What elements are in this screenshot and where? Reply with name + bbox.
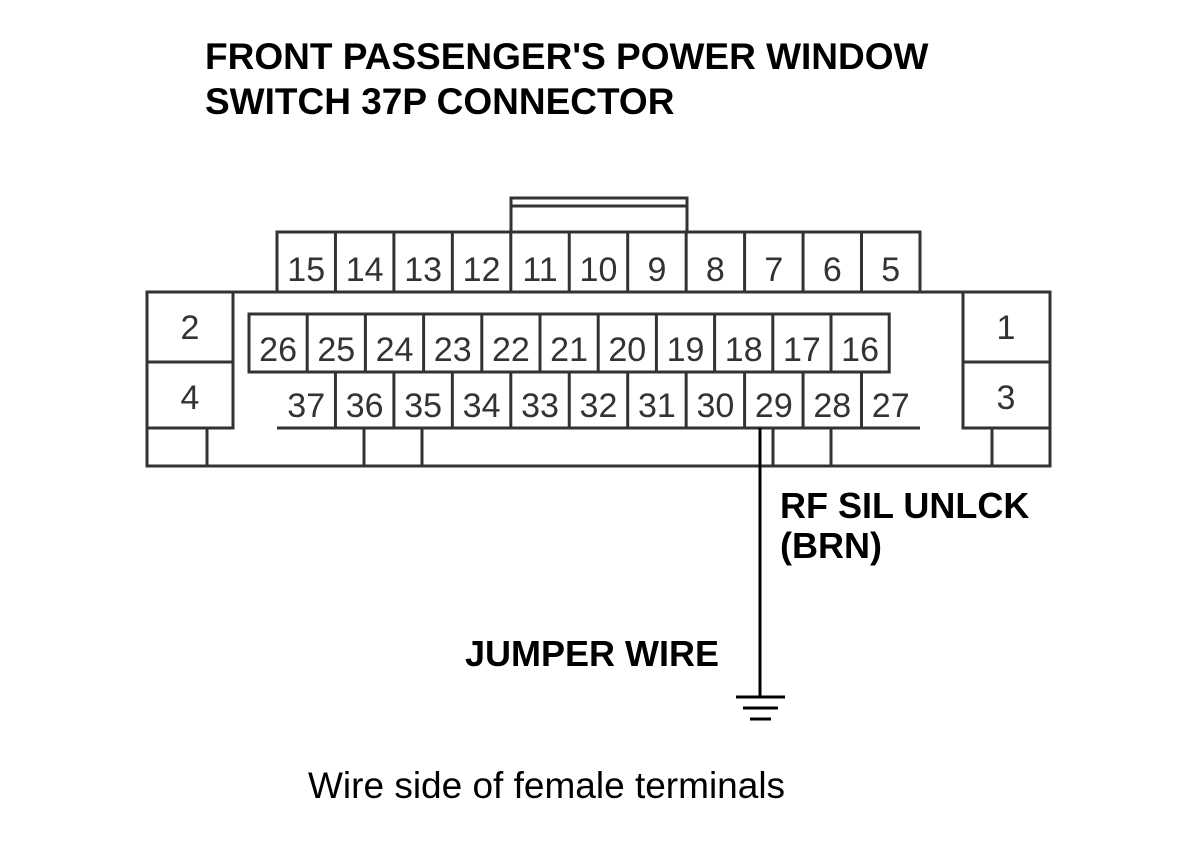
terminal-6: 6 [823, 251, 842, 289]
terminal-34: 34 [463, 387, 501, 425]
diagram-caption: Wire side of female terminals [308, 765, 786, 806]
terminal-15: 15 [287, 251, 325, 289]
terminal-32: 32 [580, 387, 618, 425]
terminal-8: 8 [706, 251, 725, 289]
terminal-21: 21 [550, 331, 588, 369]
terminal-14: 14 [346, 251, 384, 289]
terminal-36: 36 [346, 387, 384, 425]
terminal-10: 10 [580, 251, 618, 289]
terminal-13: 13 [404, 251, 442, 289]
terminal-7: 7 [764, 251, 783, 289]
terminal-26: 26 [259, 331, 297, 369]
terminal-33: 33 [521, 387, 559, 425]
wire-label: RF SIL UNLCK (BRN) [780, 486, 1029, 566]
title-line-2: SWITCH 37P CONNECTOR [205, 81, 675, 122]
terminal-row-top: 15 14 13 12 11 10 9 8 7 6 5 [287, 232, 900, 292]
terminal-3: 3 [997, 379, 1016, 417]
terminal-28: 28 [813, 387, 851, 425]
locking-tab [509, 196, 689, 232]
slot-right [771, 428, 833, 468]
terminal-37: 37 [287, 387, 325, 425]
terminal-25: 25 [317, 331, 355, 369]
title-line-1: FRONT PASSENGER'S POWER WINDOW [205, 36, 929, 77]
terminal-20: 20 [608, 331, 646, 369]
terminal-row-bottom: 37 36 35 34 33 32 31 30 29 28 27 [287, 372, 910, 428]
terminal-row-middle: 26 25 24 23 22 21 20 19 18 17 16 [247, 312, 891, 374]
terminal-19: 19 [667, 331, 705, 369]
left-block [147, 292, 235, 430]
terminal-31: 31 [638, 387, 676, 425]
terminal-16: 16 [841, 331, 879, 369]
terminal-4: 4 [181, 379, 200, 417]
wire-color: (BRN) [780, 525, 882, 566]
terminal-5: 5 [881, 251, 900, 289]
terminal-23: 23 [434, 331, 472, 369]
terminal-9: 9 [647, 251, 666, 289]
right-block [961, 292, 1050, 430]
terminal-2: 2 [181, 309, 200, 347]
terminal-12: 12 [463, 251, 501, 289]
ground-icon [736, 695, 785, 721]
terminal-27: 27 [872, 387, 910, 425]
diagram-title: FRONT PASSENGER'S POWER WINDOW SWITCH 37… [205, 34, 928, 124]
terminal-35: 35 [404, 387, 442, 425]
jumper-wire-label: JUMPER WIRE [465, 633, 720, 674]
wire-circuit-name: RF SIL UNLCK [780, 485, 1030, 526]
terminal-22: 22 [492, 331, 530, 369]
housing-top [275, 230, 922, 292]
housing-body [145, 290, 1052, 468]
terminal-1: 1 [997, 309, 1016, 347]
terminal-11: 11 [522, 251, 557, 289]
terminal-29: 29 [755, 387, 793, 425]
slot-middle [362, 428, 424, 468]
terminal-30: 30 [696, 387, 734, 425]
terminal-24: 24 [376, 331, 414, 369]
terminal-18: 18 [725, 331, 763, 369]
terminal-17: 17 [783, 331, 821, 369]
